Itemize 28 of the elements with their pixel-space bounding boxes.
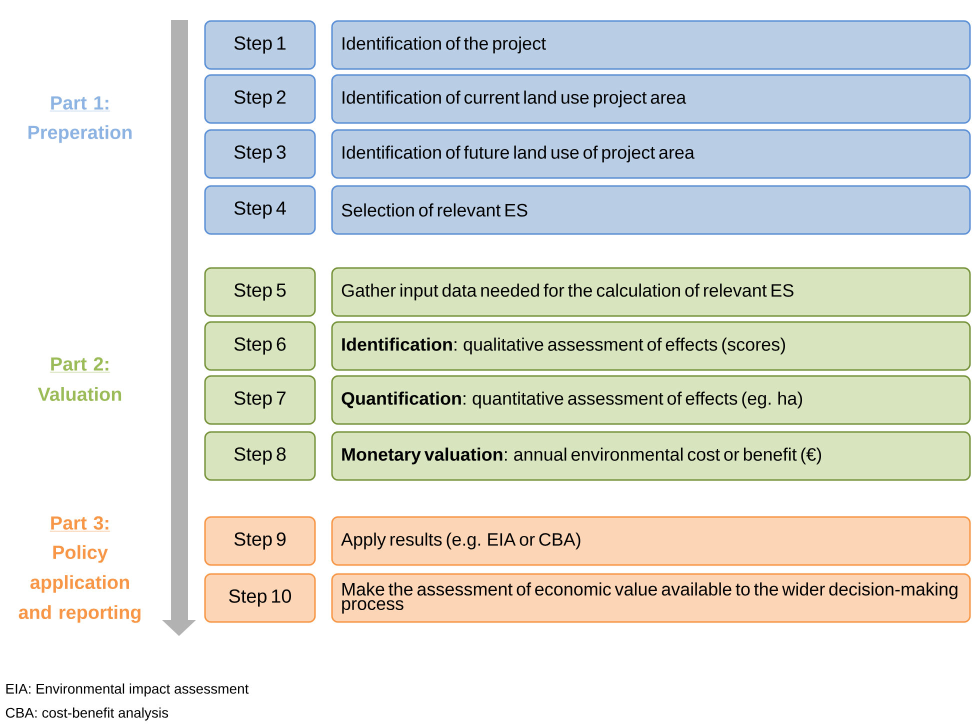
description-box: Selection of relevant ES <box>331 185 971 235</box>
step-box: Step 1 <box>204 20 316 70</box>
step-box: Step 2 <box>204 74 316 124</box>
description-box: Apply results (e.g. EIA or CBA) <box>331 516 971 566</box>
step-box: Step 7 <box>204 375 316 425</box>
step-box: Step 5 <box>204 267 316 317</box>
description-box: Identification of future land use of project area <box>331 129 971 179</box>
footnote: EIA: Environmental impact assessment <box>6 683 249 697</box>
description-box: Identification of current land use project area <box>331 74 971 124</box>
step-box: Step 8 <box>204 431 316 481</box>
part-heading: Part 1: <box>50 96 110 112</box>
step-box: Step 10 <box>204 573 316 623</box>
description-box: Monetary valuation: annual environmental cost or benefit (€) <box>331 431 971 481</box>
part-title: Policy application and reporting <box>18 545 140 623</box>
description-box: Quantification: quantitative assessment of effects (eg. ha) <box>331 375 971 425</box>
footnote: CBA: cost-benefit analysis <box>6 707 168 721</box>
part-heading: Part 2: <box>50 357 110 372</box>
step-box: Step 6 <box>204 321 316 371</box>
step-box: Step 3 <box>204 129 316 179</box>
step-box: Step 9 <box>204 516 316 566</box>
part-title: Valuation <box>38 387 122 401</box>
part-title: Preperation <box>28 125 132 143</box>
part-heading: Part 3: <box>50 516 110 532</box>
description-box: Identification of the project <box>331 20 971 70</box>
step-box: Step 4 <box>204 185 316 235</box>
description-box: Identification: qualitative assessment of effects (scores) <box>331 321 971 371</box>
description-box: Gather input data needed for the calculation of relevant ES <box>331 267 971 317</box>
description-box: Make the assessment of economic value available to the wider decision-making process <box>331 573 971 623</box>
